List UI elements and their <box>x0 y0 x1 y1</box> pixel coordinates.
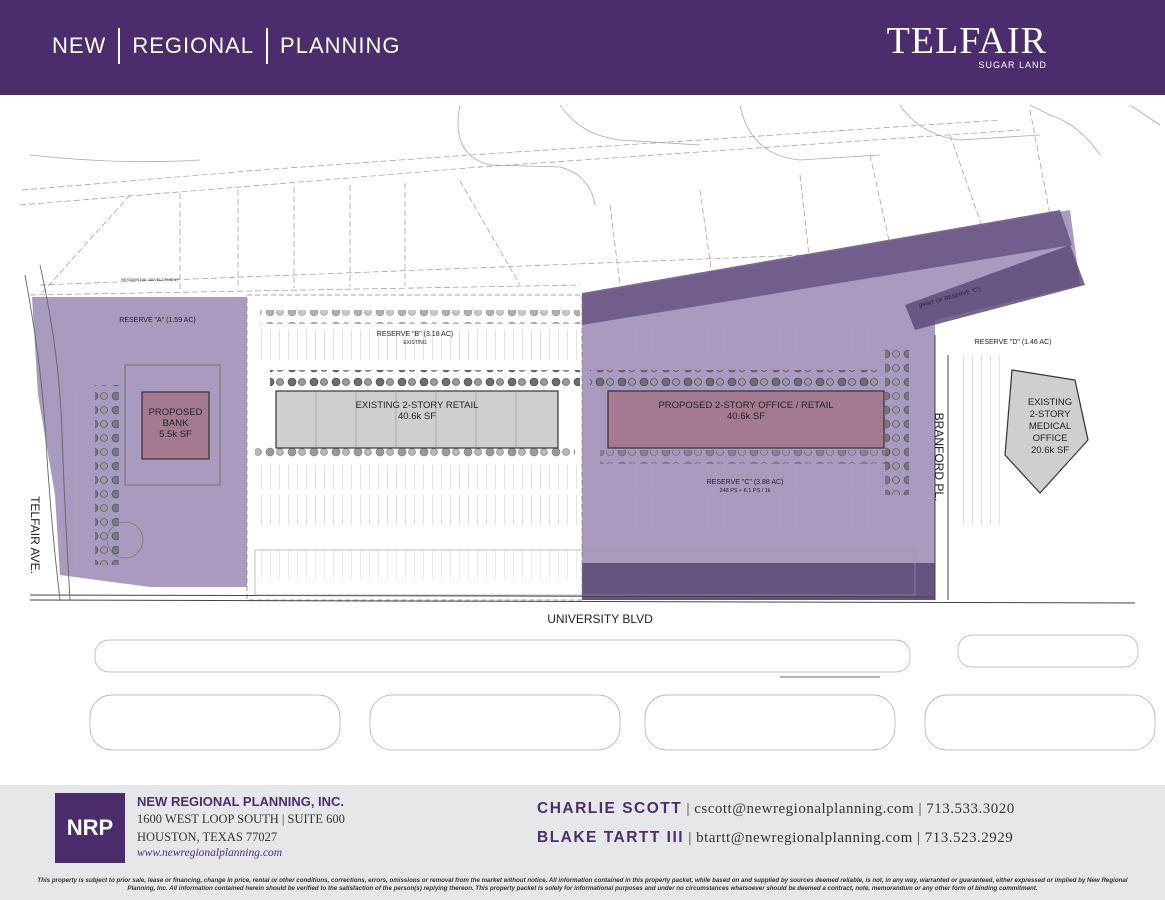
medical-office-label: EXISTING 2-STORY MEDICAL OFFICE 20.6k SF <box>1015 397 1085 457</box>
existing-retail-label-line2: 40.6k SF <box>397 411 437 422</box>
tree-row-west <box>95 385 119 565</box>
footer: NRP NEW REGIONAL PLANNING, INC. 1600 WES… <box>0 785 1165 900</box>
university-blvd-road <box>29 594 1136 604</box>
telfair-ave-road <box>24 264 71 601</box>
proposed-office-label-line1: PROPOSED 2-STORY OFFICE / RETAIL <box>658 400 834 411</box>
proposed-office-label: PROPOSED 2-STORY OFFICE / RETAIL 40.6k S… <box>608 400 884 422</box>
parking-c-north <box>590 325 870 355</box>
bank-label-line1: PROPOSED <box>148 407 203 418</box>
reserve-c-parking-label: 248 PS ÷ 6.1 PS / 1k <box>719 488 771 494</box>
retail-bays <box>315 391 517 448</box>
brand-word-planning: PLANNING <box>280 33 401 58</box>
contact-name: CHARLIE SCOTT <box>537 800 683 817</box>
tree-row-south-c <box>600 450 890 464</box>
nrp-logo: NRP <box>55 793 125 863</box>
existing-retail-label: EXISTING 2-STORY RETAIL 40.6k SF <box>276 400 558 422</box>
company-name: NEW REGIONAL PLANNING, INC. <box>137 794 345 809</box>
existing-retail-building <box>275 390 559 449</box>
brand-word-regional: REGIONAL <box>132 33 255 58</box>
parking-a <box>60 395 90 565</box>
medical-office-label-line1: EXISTING <box>1027 397 1073 408</box>
brand-wordmark: NEW REGIONAL PLANNING <box>40 26 413 66</box>
contact-details[interactable]: | cscott@newregionalplanning.com | 713.5… <box>682 801 1015 817</box>
parking-b-south <box>260 495 580 525</box>
bank-label: PROPOSED BANK 5.5k SF <box>142 407 209 440</box>
reserve-c-north-strip <box>582 210 1072 325</box>
reserve-b-label: RESERVE "B" (3.18 AC) <box>376 331 454 338</box>
contact-details[interactable]: | btartt@newregionalplanning.com | 713.5… <box>684 830 1014 846</box>
reserve-b-sub-label: EXISTING <box>403 340 427 346</box>
reserve-c-north-aisle <box>905 245 1085 330</box>
logo-main: TELFAIR <box>886 20 1047 62</box>
header-bar: NEW REGIONAL PLANNING TELFAIR SUGAR LAND <box>0 0 1165 95</box>
proposed-office-label-line2: 40.6k SF <box>726 411 766 422</box>
contact-blake-tartt: BLAKE TARTT III | btartt@newregionalplan… <box>537 829 1013 847</box>
contact-charlie-scott: CHARLIE SCOTT | cscott@newregionalplanni… <box>537 800 1015 818</box>
parking-d <box>960 355 1000 525</box>
residential-curbs <box>29 104 1161 206</box>
branford-road <box>934 335 949 600</box>
telfair-logo: TELFAIR SUGAR LAND <box>887 22 1047 70</box>
site-plan-drawing <box>19 104 1161 751</box>
parking-c-mid <box>590 465 910 489</box>
bank-label-line2: BANK <box>162 418 189 429</box>
brand-divider <box>118 28 121 64</box>
telfair-plaza <box>106 521 144 559</box>
site-plan: RESERVE "A" (1.59 AC) RESERVE "B" (3.18 … <box>0 95 1165 785</box>
bank-label-line3: 5.5k SF <box>159 429 192 440</box>
residential-label: RESIDENTIAL DEVELOPMENT <box>121 277 179 282</box>
medical-office-label-line3: MEDICAL <box>1028 421 1072 432</box>
tree-row-b <box>270 370 580 386</box>
tree-row-north-b <box>260 310 580 324</box>
parking-b-mid <box>260 465 580 489</box>
reserve-c-drive-band <box>582 563 935 600</box>
reserve-a-label: RESERVE "A" (1.59 AC) <box>119 317 196 324</box>
logo-sub: SUGAR LAND <box>978 60 1047 70</box>
reserve-d-label: RESERVE "D" (1.46 AC) <box>974 339 1052 346</box>
branford-pl-label: BRANFORD PL. <box>932 412 946 502</box>
company-address1: 1600 WEST LOOP SOUTH | SUITE 600 <box>137 812 345 826</box>
existing-retail-label-line1: EXISTING 2-STORY RETAIL <box>355 400 479 411</box>
contact-name: BLAKE TARTT III <box>537 829 685 846</box>
medical-office-label-line2: 2-STORY <box>1029 409 1071 420</box>
medical-office-label-line5: 20.6k SF <box>1030 445 1070 456</box>
brand-divider <box>266 28 269 64</box>
medical-office-label-line4: OFFICE <box>1032 433 1068 444</box>
parking-b-north <box>260 330 580 360</box>
medical-office-building <box>1004 369 1089 494</box>
reserve-c-label: RESERVE "C" (3.88 AC) <box>706 479 784 486</box>
tree-row-c <box>590 370 880 386</box>
company-website-link[interactable]: www.newregionalplanning.com <box>137 847 283 859</box>
company-address2: HOUSTON, TEXAS 77027 <box>137 830 278 844</box>
bank-building <box>141 391 210 460</box>
telfair-ave-label: TELFAIR AVE. <box>28 496 42 574</box>
parking-b-bottom <box>260 550 580 580</box>
university-blvd-label: UNIVERSITY BLVD <box>547 612 653 626</box>
legal-disclaimer: This property is subject to prior sale, … <box>37 877 1128 892</box>
proposed-office-building <box>607 390 885 449</box>
parking-c-south <box>590 495 910 525</box>
bank-site-pad <box>124 364 221 486</box>
university-sidewalk <box>254 549 916 596</box>
south-medians <box>89 634 1156 751</box>
brand-word-new: NEW <box>52 33 107 58</box>
